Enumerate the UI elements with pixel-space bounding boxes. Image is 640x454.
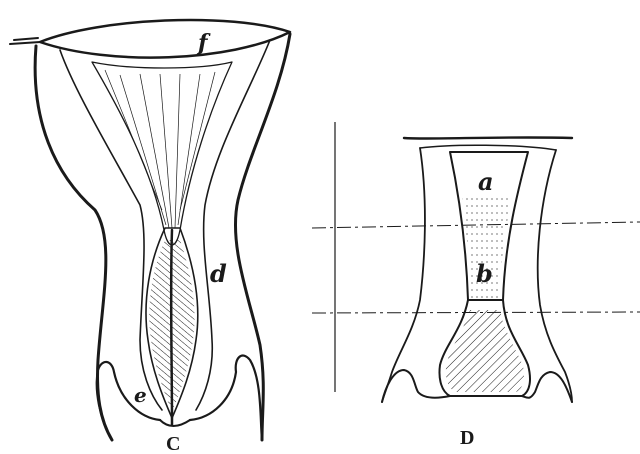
label-b: b [476,259,493,288]
outer-wall-left [35,46,112,440]
fundus-rim [404,137,572,138]
fundus-outline [40,20,290,58]
cervix-hatch [446,310,524,392]
figure-c: f d e C [10,20,290,454]
outer-wall-right [235,34,290,440]
caption-d: D [460,427,474,449]
fornix-right [190,356,262,440]
inner-wall-right [196,40,270,410]
fundus-rim-inner [420,145,556,150]
left-tube-stub [10,38,40,44]
fornix-left [97,362,160,440]
canal-midline [171,230,172,425]
external-os [160,420,190,426]
label-a: a [478,167,494,196]
label-f: f [196,30,211,56]
label-e: e [134,383,147,407]
caption-c: C [166,433,180,454]
inner-wall-left [60,50,162,410]
outer-wall-right-d [538,150,572,402]
figure-d: a b D [312,122,640,449]
label-d: d [210,259,227,288]
outer-wall-left-d [382,148,425,402]
